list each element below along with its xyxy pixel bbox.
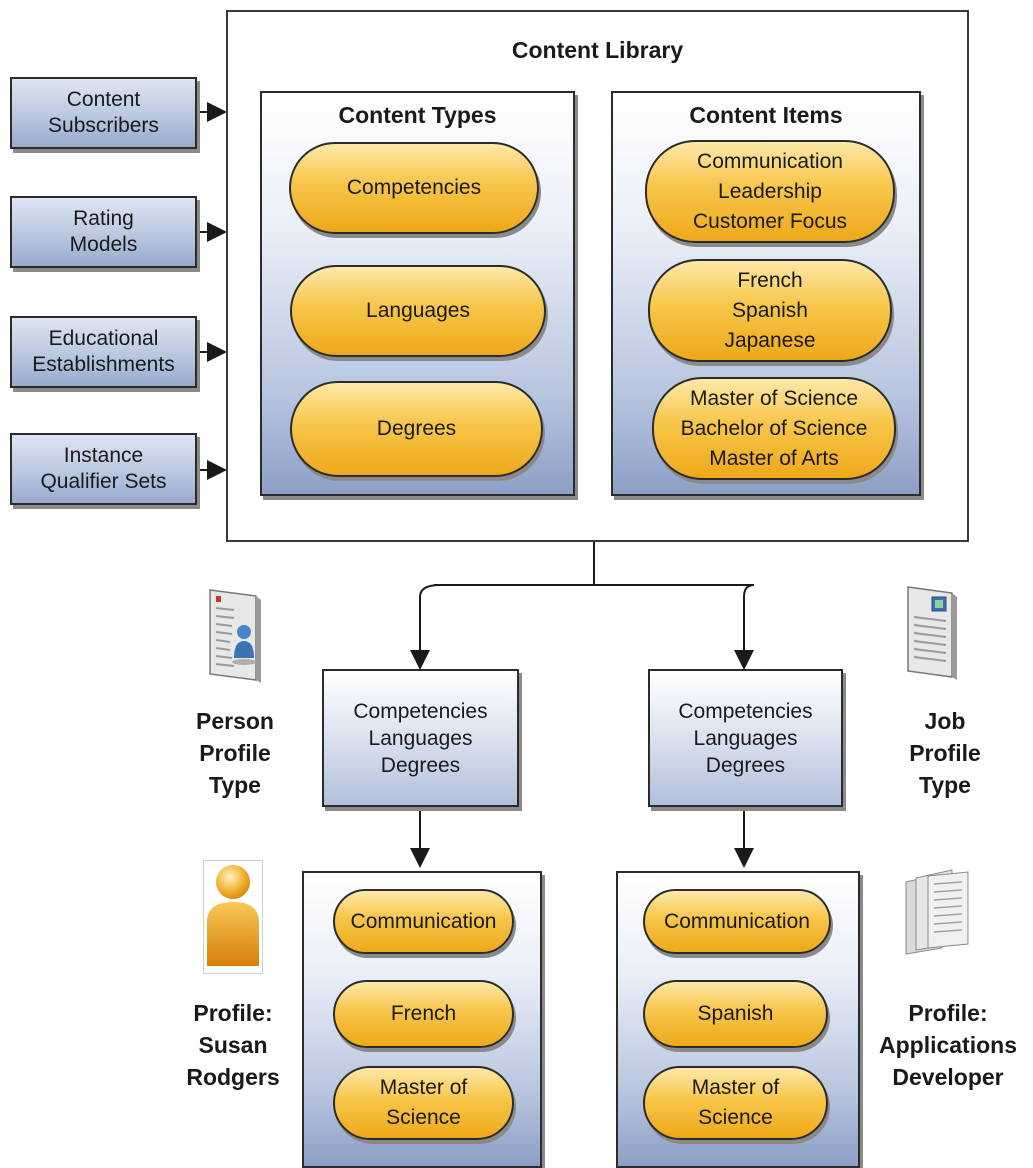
content-type-line: Languages xyxy=(693,726,798,750)
pill-label-line: Master of xyxy=(691,1076,780,1099)
input-label-line1: Content xyxy=(66,88,141,111)
input-label-line1: Educational xyxy=(48,327,159,350)
document-stack-icon xyxy=(905,869,969,955)
label-line: Applications xyxy=(878,1032,1017,1058)
input-label-line1: Rating xyxy=(73,207,134,230)
person-profile-type-label: Person Profile Type xyxy=(175,705,295,801)
person-profile-document-icon xyxy=(209,589,261,683)
job-profile-type-box: Competencies Languages Degrees xyxy=(648,669,843,807)
label-line: Job xyxy=(924,708,966,734)
rating-models-box: Rating Models xyxy=(10,196,197,268)
person-profile-item-french: French xyxy=(333,980,514,1048)
pill-label: Degrees xyxy=(376,417,457,440)
content-items-title: Content Items xyxy=(689,102,843,128)
pill-label-line: Science xyxy=(386,1106,461,1129)
content-type-line: Degrees xyxy=(380,753,461,777)
pill-label-line: Master of xyxy=(379,1076,468,1099)
person-profile-item-communication: Communication xyxy=(333,889,514,954)
label-line: Developer xyxy=(892,1064,1004,1090)
pill-label: Competencies xyxy=(346,176,482,199)
item-label: Communication xyxy=(697,149,843,173)
content-type-degrees: Degrees xyxy=(290,381,543,477)
pill-label-line: Science xyxy=(698,1106,773,1129)
instance-qualifier-sets-box: Instance Qualifier Sets xyxy=(10,433,197,505)
content-items-languages: French Spanish Japanese xyxy=(648,259,892,362)
label-line: Susan xyxy=(198,1032,268,1058)
content-type-languages: Languages xyxy=(290,265,546,357)
item-label: Leadership xyxy=(718,179,822,203)
job-profile-label: Profile: Applications Developer xyxy=(865,997,1031,1093)
content-type-competencies: Competencies xyxy=(289,142,539,234)
label-line: Rodgers xyxy=(186,1064,280,1090)
input-label-line2: Establishments xyxy=(32,353,175,376)
item-label: Bachelor of Science xyxy=(680,416,868,440)
content-type-line: Competencies xyxy=(678,699,813,723)
label-line: Profile: xyxy=(908,1000,988,1026)
label-line: Person xyxy=(196,708,274,734)
content-types-title: Content Types xyxy=(338,102,497,128)
item-label: French xyxy=(737,268,803,292)
job-profile-item-spanish: Spanish xyxy=(643,980,828,1048)
label-line: Type xyxy=(919,772,971,798)
branch-line-right xyxy=(434,542,754,668)
content-subscribers-box: Content Subscribers xyxy=(10,77,197,149)
educational-establishments-box: Educational Establishments xyxy=(10,316,197,388)
item-label: Japanese xyxy=(724,328,816,352)
item-label: Customer Focus xyxy=(692,209,848,233)
item-label: Master of Science xyxy=(689,386,859,410)
label-line: Profile: xyxy=(193,1000,273,1026)
content-items-competencies: Communication Leadership Customer Focus xyxy=(645,140,895,243)
content-type-line: Competencies xyxy=(353,699,488,723)
person-profile-item-degree: Master of Science xyxy=(333,1066,514,1140)
content-type-line: Degrees xyxy=(705,753,786,777)
content-library-title: Content Library xyxy=(511,37,684,63)
item-label: Master of Arts xyxy=(709,446,839,470)
branch-line-left xyxy=(410,584,441,670)
input-label-line2: Models xyxy=(69,233,138,256)
input-label-line1: Instance xyxy=(63,444,144,467)
person-profile-type-box: Competencies Languages Degrees xyxy=(322,669,519,807)
content-items-degrees: Master of Science Bachelor of Science Ma… xyxy=(652,377,896,480)
pill-label: French xyxy=(390,1002,457,1025)
person-profile-label: Profile: Susan Rodgers xyxy=(168,997,298,1093)
pill-label: Spanish xyxy=(697,1002,774,1025)
content-type-line: Languages xyxy=(368,726,473,750)
job-profile-item-communication: Communication xyxy=(643,889,831,954)
pill-label: Languages xyxy=(366,299,470,322)
pill-label: Communication xyxy=(664,909,810,933)
label-line: Profile xyxy=(199,740,271,766)
job-profile-document-icon xyxy=(907,586,957,680)
item-label: Spanish xyxy=(732,298,808,322)
pill-label: Communication xyxy=(350,909,497,933)
job-profile-type-label: Job Profile Type xyxy=(890,705,1000,801)
person-icon xyxy=(203,860,263,974)
label-line: Type xyxy=(209,772,261,798)
job-profile-item-degree: Master of Science xyxy=(643,1066,828,1140)
label-line: Profile xyxy=(909,740,981,766)
input-label-line2: Subscribers xyxy=(48,114,159,137)
input-label-line2: Qualifier Sets xyxy=(40,470,167,493)
